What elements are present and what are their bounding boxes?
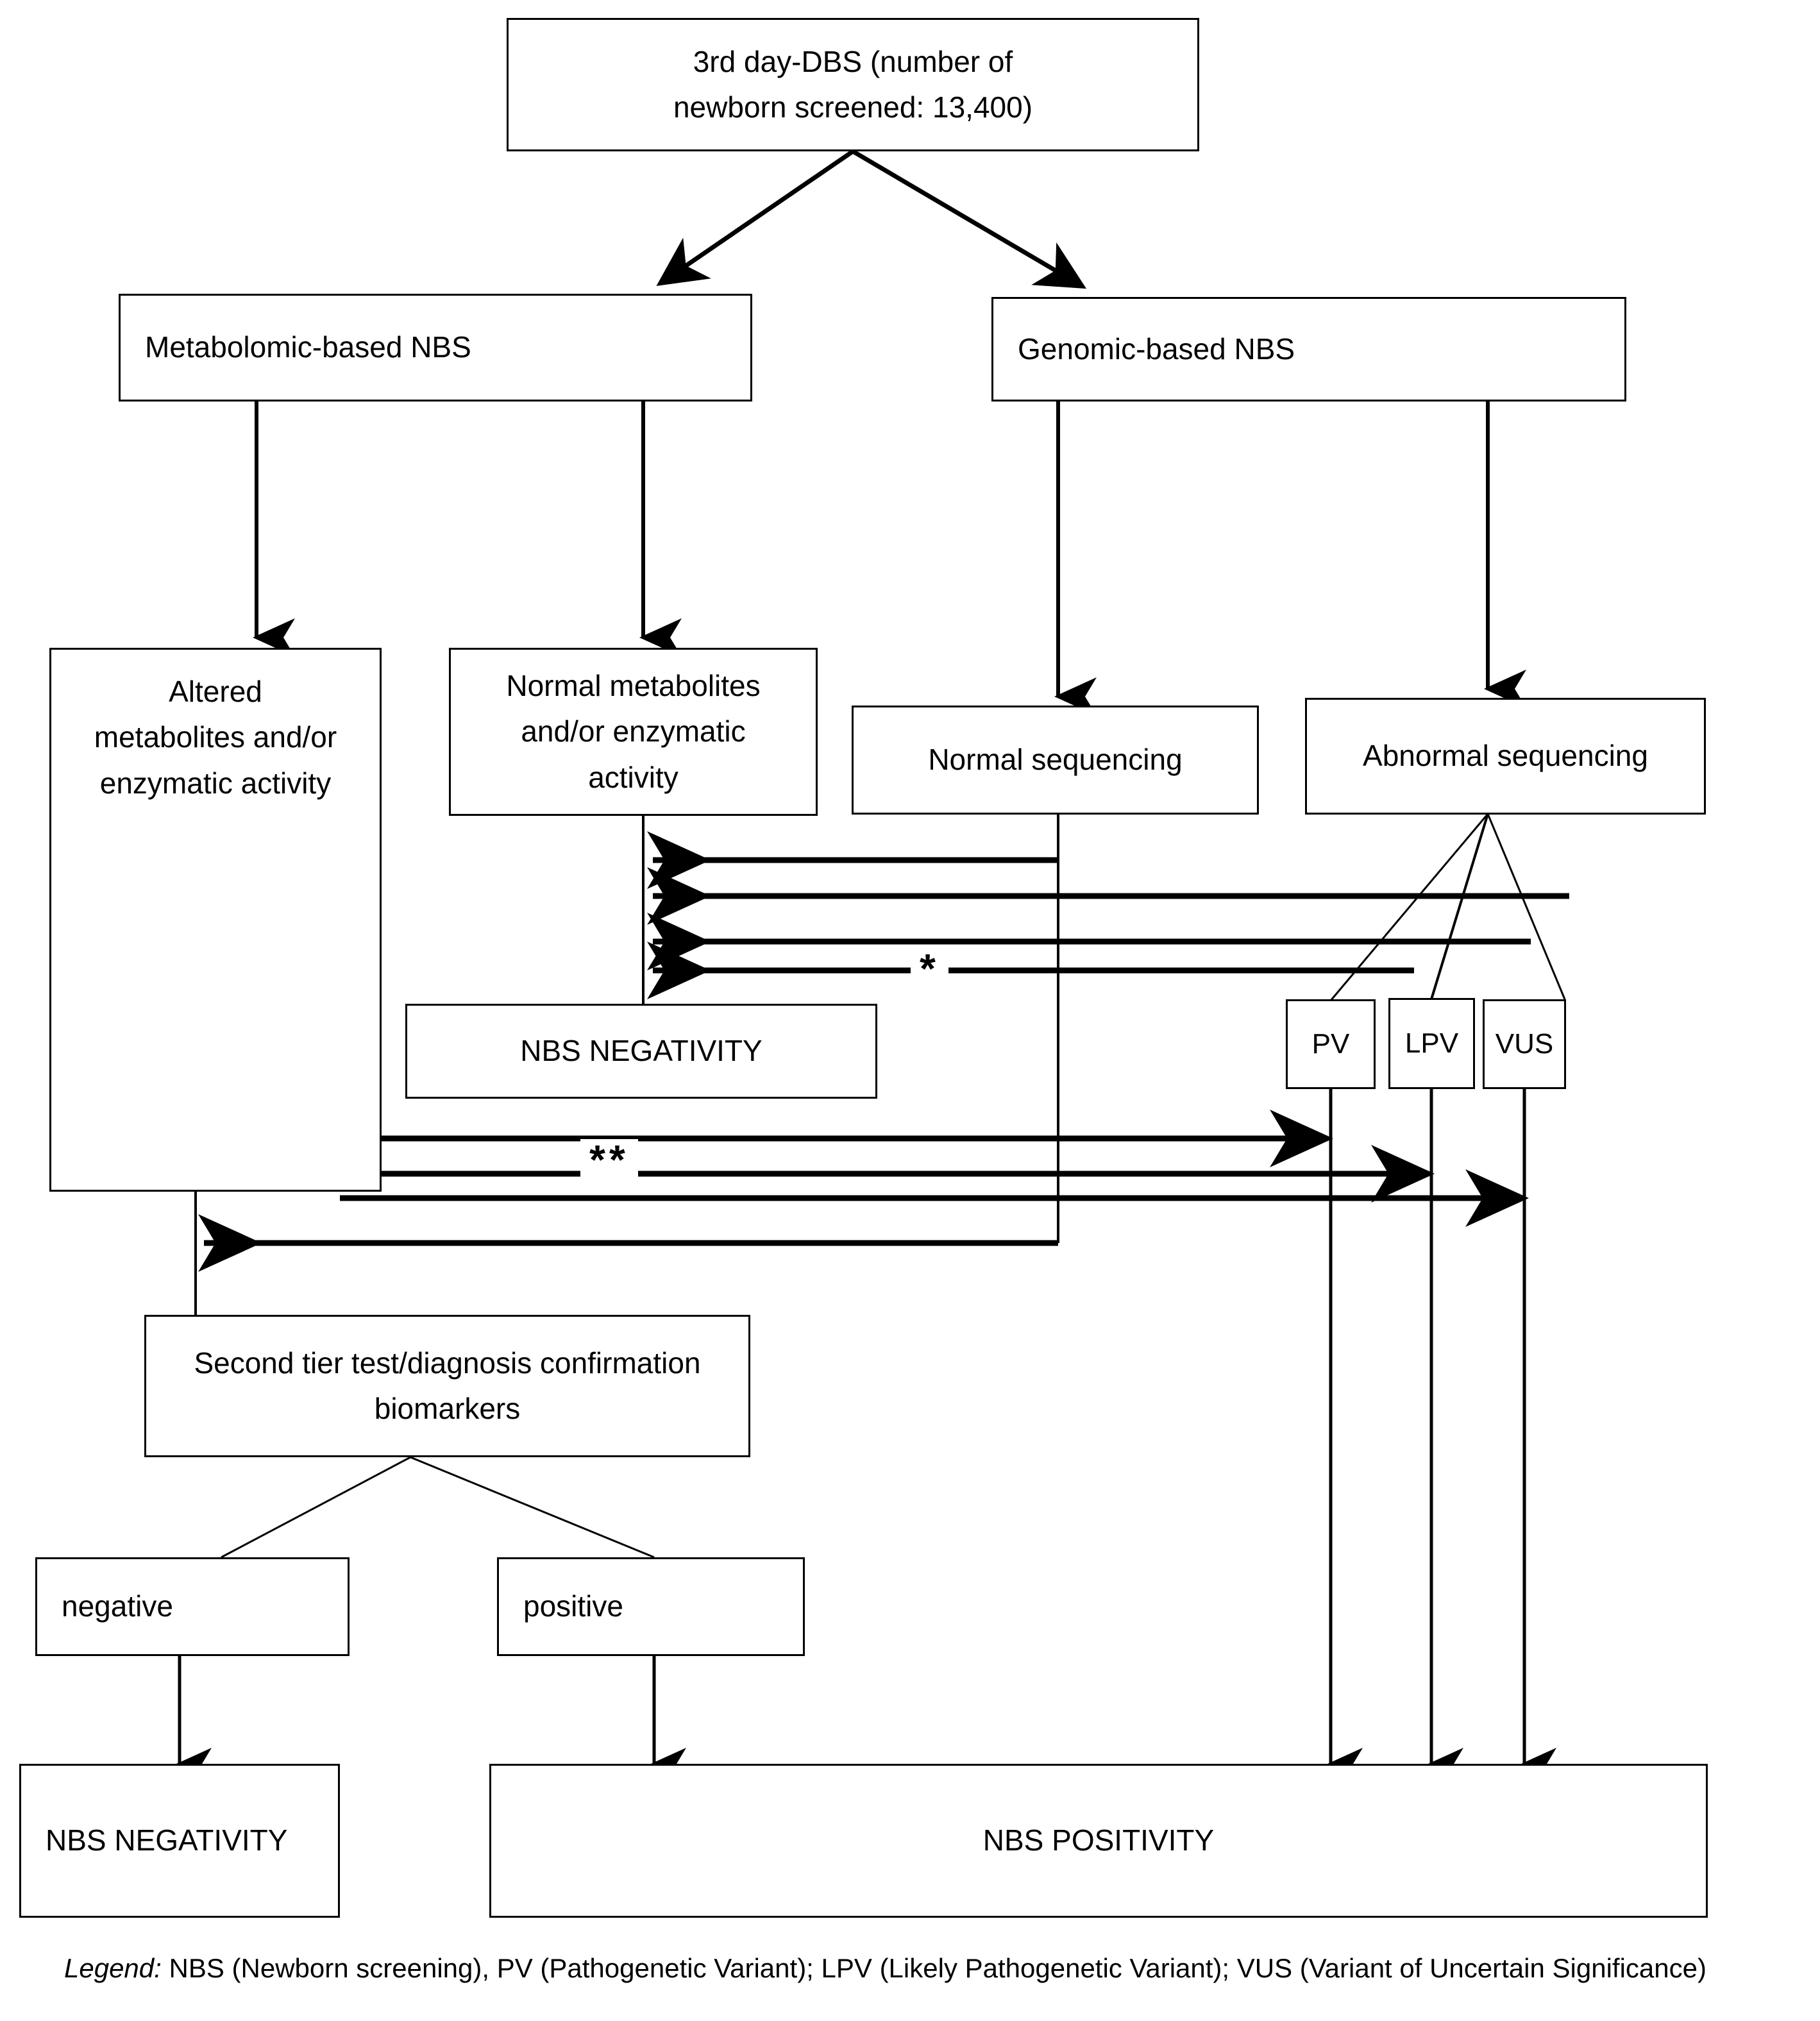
- edge-second-tier-to-negative: [221, 1456, 411, 1559]
- node-negative[interactable]: negative: [35, 1557, 350, 1656]
- node-positive[interactable]: positive: [497, 1557, 805, 1656]
- node-nbs-negativity-mid-label: NBS NEGATIVITY: [520, 1034, 763, 1068]
- node-abnormal-sequencing-label: Abnormal sequencing: [1363, 739, 1648, 773]
- node-pv-label: PV: [1311, 1027, 1350, 1060]
- node-normal-metabolites[interactable]: Normal metabolites and/or enzymatic acti…: [449, 648, 818, 816]
- single-asterisk-marker: *: [911, 948, 948, 989]
- node-genomic-nbs[interactable]: Genomic-based NBS: [991, 297, 1626, 402]
- node-normal-metabolites-label: Normal metabolites and/or enzymatic acti…: [506, 669, 761, 794]
- node-nbs-negativity-mid[interactable]: NBS NEGATIVITY: [405, 1004, 877, 1099]
- edge-second-tier-to-positive: [410, 1456, 655, 1559]
- node-root-dbs-label: 3rd day-DBS (number of newborn screened:…: [673, 44, 1033, 124]
- legend-lead: Legend:: [64, 1953, 162, 1983]
- node-root-dbs[interactable]: 3rd day-DBS (number of newborn screened:…: [507, 18, 1199, 151]
- edge-abnormal-to-vus: [1487, 813, 1566, 1000]
- legend-text: NBS (Newborn screening), PV (Pathogeneti…: [161, 1953, 1706, 1983]
- node-nbs-negativity-bottom-label: NBS NEGATIVITY: [46, 1823, 288, 1857]
- node-normal-sequencing-label: Normal sequencing: [928, 743, 1183, 777]
- node-genomic-nbs-label: Genomic-based NBS: [1018, 332, 1295, 366]
- node-second-tier-test-label: Second tier test/diagnosis confirmation …: [194, 1346, 701, 1425]
- node-normal-sequencing[interactable]: Normal sequencing: [852, 706, 1259, 815]
- node-lpv-label: LPV: [1404, 1027, 1459, 1059]
- node-vus-label: VUS: [1495, 1027, 1554, 1060]
- edge-root-to-metabolomic: [656, 149, 854, 286]
- node-altered-metabolites-label: Altered metabolites and/or enzymatic act…: [94, 675, 337, 800]
- double-asterisk-marker: **: [580, 1139, 638, 1180]
- node-nbs-positivity-label: NBS POSITIVITY: [982, 1823, 1215, 1857]
- node-positive-label: positive: [523, 1589, 623, 1623]
- node-vus[interactable]: VUS: [1483, 999, 1566, 1089]
- node-nbs-negativity-bottom[interactable]: NBS NEGATIVITY: [19, 1764, 340, 1918]
- node-pv[interactable]: PV: [1286, 999, 1376, 1089]
- node-metabolomic-nbs[interactable]: Metabolomic-based NBS: [119, 294, 752, 402]
- edge-abnormal-to-lpv: [1430, 813, 1489, 1000]
- node-lpv[interactable]: LPV: [1388, 998, 1475, 1089]
- node-negative-label: negative: [62, 1589, 173, 1623]
- node-altered-metabolites[interactable]: Altered metabolites and/or enzymatic act…: [49, 648, 382, 1192]
- node-second-tier-test[interactable]: Second tier test/diagnosis confirmation …: [144, 1315, 750, 1457]
- node-nbs-positivity[interactable]: NBS POSITIVITY: [489, 1764, 1708, 1918]
- edge-root-to-genomic: [852, 149, 1087, 289]
- legend: Legend: NBS (Newborn screening), PV (Pat…: [64, 1951, 1706, 1986]
- node-abnormal-sequencing[interactable]: Abnormal sequencing: [1305, 698, 1706, 815]
- edge-abnormal-to-pv: [1329, 813, 1489, 1001]
- node-metabolomic-nbs-label: Metabolomic-based NBS: [145, 330, 471, 364]
